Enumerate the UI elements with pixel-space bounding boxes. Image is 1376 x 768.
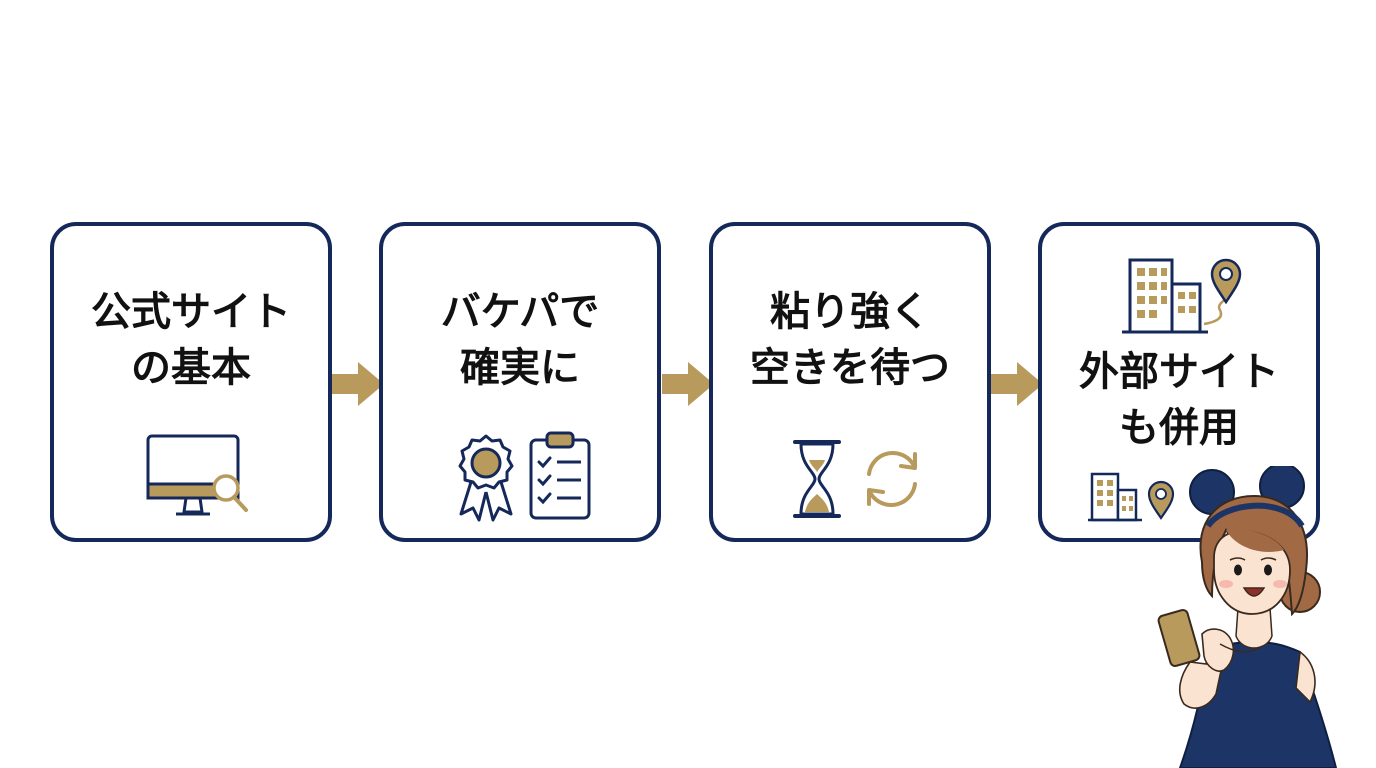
step-title: 外部サイト も併用 [1042,344,1316,456]
step-title-line2: も併用 [1119,405,1239,451]
step-title: 粘り強く 空きを待つ [713,284,987,396]
step-card-wait-persistently: 粘り強く 空きを待つ [709,222,991,542]
hotel-buildings-icon [1088,472,1142,522]
monitor-search-icon [146,434,248,516]
step-title: バケパで 確実に [383,284,657,396]
step-card-external-sites: 外部サイト も併用 [1038,222,1320,542]
checklist-clipboard-icon [529,431,591,520]
map-pin-icon [1210,258,1242,305]
map-pin-icon [1147,480,1175,520]
step-title-line2: 確実に [460,345,580,391]
step-title-line1: 公式サイト [91,289,291,335]
step-title-line2: 空きを待つ [750,345,950,391]
award-ribbon-icon [458,434,514,522]
flow-arrow-icon [991,362,1043,406]
flow-arrow-icon [662,362,714,406]
step-title: 公式サイト の基本 [54,284,328,396]
step-title-line1: バケパで [440,289,600,335]
hotel-buildings-icon [1122,258,1230,334]
refresh-icon [867,450,917,508]
step-title-line1: 粘り強く [770,289,930,335]
flow-arrow-icon [332,362,384,406]
step-card-vacation-package: バケパで 確実に [379,222,661,542]
hourglass-icon [793,440,841,518]
step-card-official-site: 公式サイト の基本 [50,222,332,542]
step-title-line2: の基本 [131,345,251,391]
step-title-line1: 外部サイト [1079,349,1279,395]
girl-with-smartphone-illustration [1157,466,1338,768]
